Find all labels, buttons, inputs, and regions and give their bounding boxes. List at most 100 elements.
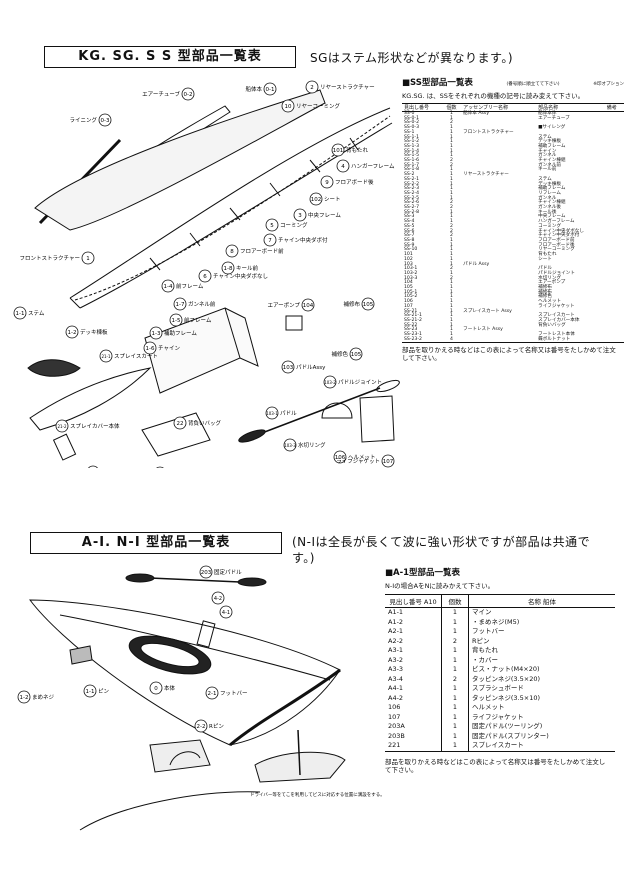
spray-cover-drawing: [29, 367, 152, 431]
callout-circle: [263, 233, 277, 247]
callout-number: 103: [283, 365, 294, 371]
callout-number: 22: [177, 421, 184, 427]
callout-circle: [88, 465, 98, 468]
ss-col-assembly: アッセンブリー名称: [461, 103, 537, 112]
callout-circle: [156, 466, 164, 468]
callout-text: パドル: [280, 410, 297, 417]
ss-cell-qty: 2: [450, 205, 453, 211]
ss-cell-qty: 1: [450, 294, 453, 300]
callout-number: 6: [203, 274, 207, 280]
ss-cell-part: 補修色: [538, 294, 552, 300]
callout-circle: [305, 80, 319, 94]
ss-cell-part: 補修布: [538, 289, 552, 295]
ss-cell-number: 103-3: [404, 275, 418, 281]
ss-cell-qty: 1: [450, 214, 453, 220]
callout-text: スプレイカバー本体: [70, 422, 120, 430]
ss-cell-part: ガンネル: [538, 153, 557, 159]
a1-cell-name: ・カバー: [468, 655, 615, 665]
callout-circle: [263, 82, 277, 96]
ss-cell-qty: 1: [450, 289, 453, 295]
ss-cell-qty: 1: [450, 143, 453, 149]
callout-number: 0-2: [184, 92, 193, 98]
ss-cell-part: チャイン中央ダボなし: [538, 228, 584, 234]
ss-cell-number: 103-2: [404, 270, 418, 276]
a1-cell-qty: 1: [441, 731, 469, 741]
callout-text: フットバー: [220, 690, 248, 697]
ss-cell-number: SS-2-8: [404, 209, 419, 215]
callout-number: 105: [351, 352, 362, 358]
a1-cell-number: A4-2: [388, 693, 404, 702]
ss-cell-part: ライフジャケット: [538, 303, 575, 309]
ss-col-qty: 個数: [441, 103, 462, 112]
callout-number: 103-1: [266, 411, 278, 416]
ss-cell-part: ガンネル前: [538, 162, 561, 168]
ss-cell-number: SS-21-2: [404, 317, 422, 323]
ss-cell-qty: 2: [450, 162, 453, 168]
ss-cell-part: チャイン: [538, 148, 557, 154]
air-pump-drawing: [285, 315, 303, 331]
ss-cell-qty: 1: [450, 115, 453, 121]
ss-cell-part: パドルジョイント: [538, 270, 575, 276]
callout-number: 1-1: [86, 689, 95, 695]
callout-text: エアーチューブ: [142, 90, 180, 98]
a1-cell-number: A2-2: [388, 636, 404, 645]
callout-circle: [55, 419, 69, 433]
ss-list-title-note: (番号順に順立てて下さい): [506, 82, 560, 87]
ss-cell-qty: 1: [450, 181, 453, 187]
ss-cell-number: 104: [404, 280, 413, 286]
ss-cell-number: SS-2-6: [404, 200, 419, 206]
callout-number: 0-1: [266, 87, 275, 93]
ss-cell-qty: 1: [450, 317, 453, 323]
diagram-callout: 4-2: [211, 591, 225, 605]
ss-list-subtitle: KG.SG. は、SSをそれぞれの機種の記号に読み変えて下さい。: [402, 92, 585, 100]
diagram-callout: 23-2蝶ボルトナット: [156, 466, 164, 468]
a1-cell-qty: 1: [441, 741, 469, 751]
a1-cell-qty: 2: [441, 636, 469, 646]
ss-table-header-row: 見出し番号 個数 アッセンブリー名称 部品名称 備考: [402, 103, 624, 112]
callout-circle: [98, 113, 112, 127]
ss-cell-qty: 2: [450, 200, 453, 206]
ss-cell-part: ステム: [538, 176, 552, 182]
callout-text: 補修色: [331, 350, 348, 358]
a1-cell-qty: 1: [441, 607, 469, 618]
ss-cell-part: ハンガーフレーム: [538, 219, 575, 225]
callout-circle: [281, 99, 295, 113]
callout-circle: [161, 279, 175, 293]
a1-cell-qty: 2: [441, 674, 469, 684]
a1-cell-name: ライフジャケット: [468, 712, 615, 722]
a1-cell-number: 107: [388, 712, 401, 721]
callout-circle: [309, 192, 323, 206]
callout-number: 1-2: [68, 330, 77, 336]
callout-circle: [361, 297, 375, 311]
paddle-drawing: [261, 387, 381, 434]
ss-cell-part: キール前: [538, 167, 557, 173]
callout-number: 8: [230, 249, 234, 255]
ss-cell-number: SS-5: [404, 223, 415, 229]
callout-number: 1: [86, 256, 90, 262]
callout-number: 1-1: [16, 311, 25, 317]
ss-cell-qty: 1: [450, 219, 453, 225]
ss-cell-part: フロアーボード前: [538, 237, 575, 243]
callout-circle: [301, 298, 315, 312]
ss-cell-assembly: リヤーストラクチャー: [463, 172, 509, 178]
callout-text: リヤーストラクチャー: [320, 84, 375, 91]
a1-cell-number: 221: [388, 741, 401, 749]
backpack-drawing: [144, 307, 259, 394]
ss-cell-number: SS-2-2: [404, 181, 419, 187]
